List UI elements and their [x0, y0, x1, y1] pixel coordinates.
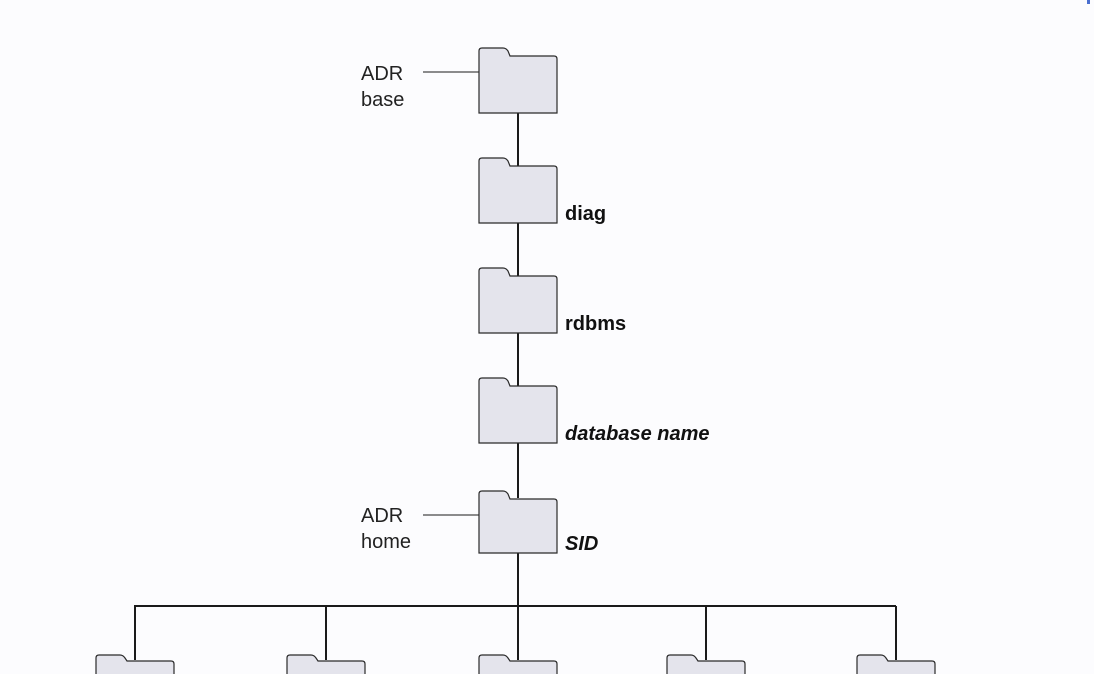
folder-icon-rdbms: [478, 267, 558, 334]
diag-folder-label: diag: [565, 203, 607, 225]
folder-icon-child-1: [95, 654, 175, 674]
sid-folder-label: SID: [565, 533, 599, 555]
adr-home-label: ADR home: [361, 503, 411, 555]
folder-icon-child-3: [478, 654, 558, 674]
folder-icon-database-name: [478, 377, 558, 444]
rdbms-folder-label: rdbms: [565, 313, 627, 335]
folder-icon-child-5: [856, 654, 936, 674]
database-name-folder-label: database name: [565, 423, 710, 445]
folder-icon-child-4: [666, 654, 746, 674]
adr-home-label-line2: home: [361, 531, 412, 553]
adr-base-label: ADR base: [361, 61, 404, 113]
folder-icon-adr-base: [478, 47, 558, 114]
adr-base-label-line2: base: [361, 89, 405, 111]
folder-icon-sid: [478, 490, 558, 554]
folder-icon-child-2: [286, 654, 366, 674]
folder-icon-diag: [478, 157, 558, 224]
adr-home-label-line1: ADR: [361, 505, 404, 527]
adr-base-label-line1: ADR: [361, 63, 404, 85]
corner-mark: [1087, 0, 1090, 4]
